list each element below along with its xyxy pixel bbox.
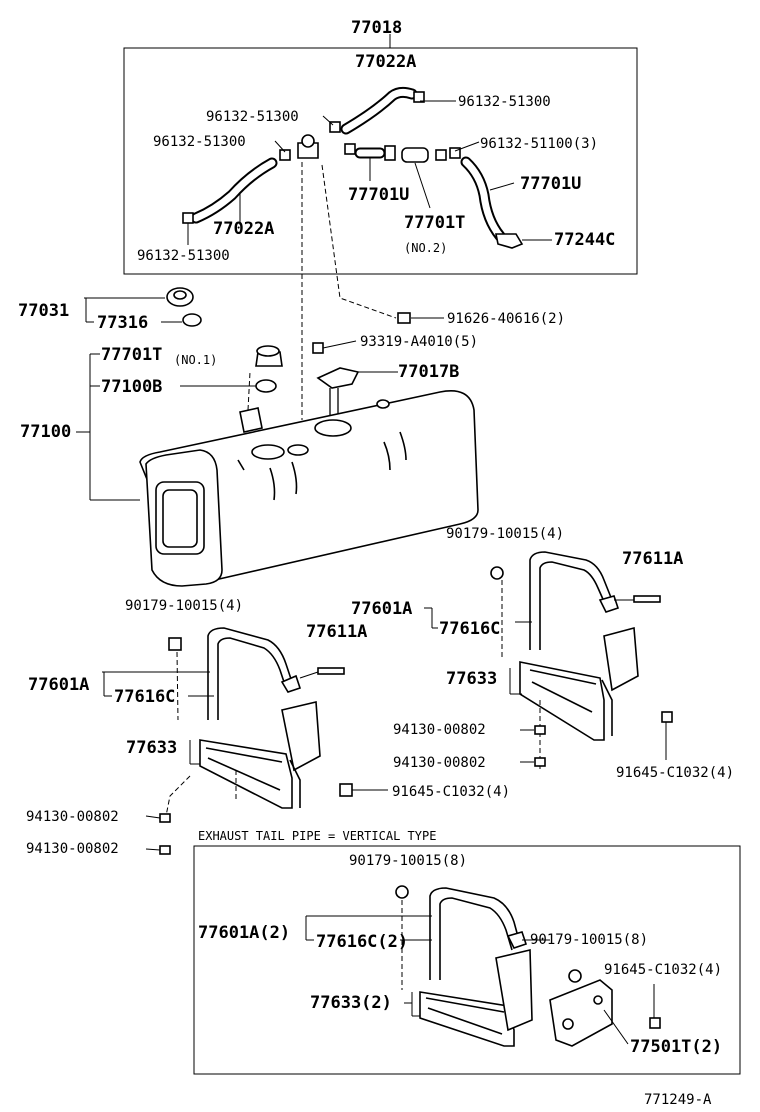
label-77701u-middle: 77701U — [348, 185, 409, 205]
vent-hose-group — [123, 34, 638, 275]
label-94130-00802-left-2: 94130-00802 — [26, 841, 119, 857]
fuel-tank-group — [76, 287, 479, 587]
label-77316: 77316 — [97, 313, 148, 333]
clip-96132-51300-left — [279, 149, 291, 161]
nut-90179-left — [168, 637, 182, 651]
strap-77601a-bottom — [429, 887, 521, 980]
gasket-77100b — [255, 379, 277, 393]
label-77501t-bottom: 77501T(2) — [630, 1037, 722, 1057]
label-figure-id: 771249-A — [644, 1092, 712, 1108]
filler-neck — [239, 407, 263, 433]
label-77611a-right: 77611A — [622, 549, 683, 569]
label-77701u-right: 77701U — [520, 174, 581, 194]
bolt-91645-left — [339, 783, 353, 797]
label-96132-51300-left: 96132-51300 — [153, 134, 246, 150]
label-90179-10015-left: 90179-10015(4) — [125, 598, 243, 614]
part-labels: 77018 77022A 96132-51300 96132-51300 961… — [18, 18, 734, 1108]
label-77601a-bottom: 77601A(2) — [198, 923, 290, 943]
bolt-77611a-right — [633, 595, 661, 603]
washer-94130-l1 — [159, 813, 171, 823]
label-77100b: 77100B — [101, 377, 162, 397]
plate-bottom — [495, 948, 533, 1032]
filler-port — [251, 444, 285, 460]
label-90179-10015-right: 90179-10015(4) — [446, 526, 564, 542]
label-96132-51100: 96132-51100(3) — [480, 136, 598, 152]
label-96132-51300-bottom: 96132-51300 — [137, 248, 230, 264]
label-77616c-left: 77616C — [114, 687, 175, 707]
label-96132-51300-upper: 96132-51300 — [206, 109, 299, 125]
screw-93319-a4010 — [312, 342, 324, 354]
label-90179-10015-b1: 90179-10015(8) — [349, 853, 467, 869]
label-90179-10015-b2: 90179-10015(8) — [530, 932, 648, 948]
strap-77601a-right — [529, 551, 613, 650]
label-77616c-right: 77616C — [439, 619, 500, 639]
label-77018: 77018 — [351, 18, 402, 38]
vertical-exhaust-group — [193, 845, 741, 1075]
label-77633-right: 77633 — [446, 669, 497, 689]
label-77633-bottom: 77633(2) — [310, 993, 392, 1013]
washer-94130-r2 — [534, 757, 546, 767]
plate-right — [603, 626, 639, 692]
bolt-91626-40616 — [397, 312, 411, 324]
bolt-91645-bottom — [649, 1017, 661, 1029]
vertical-exhaust-box — [193, 845, 741, 1075]
label-77701t-no1: 77701T — [101, 345, 162, 365]
fitting-77244c — [495, 233, 524, 249]
tank-end-face — [145, 449, 223, 587]
label-91626-40616: 91626-40616(2) — [447, 311, 565, 327]
washer-94130-l2 — [159, 845, 171, 855]
gasket-77316 — [182, 313, 202, 327]
label-no2: (NO.2) — [404, 241, 447, 255]
strap-77601a-left — [207, 627, 293, 720]
support-77633-right — [519, 661, 605, 741]
clip-96132-51300-bottom — [182, 212, 194, 224]
label-77022a-top: 77022A — [355, 52, 416, 72]
label-exhaust-caption: EXHAUST TAIL PIPE = VERTICAL TYPE — [198, 829, 436, 843]
bracket-77501t — [549, 979, 613, 1047]
label-77244c: 77244C — [554, 230, 615, 250]
washer-94130-r1 — [534, 725, 546, 735]
bolt-77611a-left — [317, 667, 345, 675]
label-77017b: 77017B — [398, 362, 459, 382]
label-91645-c1032-left: 91645-C1032(4) — [392, 784, 510, 800]
label-77100: 77100 — [20, 422, 71, 442]
plate-left — [281, 701, 321, 772]
nut-90179-b1 — [395, 885, 409, 899]
check-valve-77701t — [401, 147, 429, 163]
label-77022a-left: 77022A — [213, 219, 274, 239]
nut-90179-right — [490, 566, 504, 580]
label-94130-00802-right-1: 94130-00802 — [393, 722, 486, 738]
label-77633-left: 77633 — [126, 738, 177, 758]
label-77616c-bottom: 77616C(2) — [316, 932, 408, 952]
label-94130-00802-right-2: 94130-00802 — [393, 755, 486, 771]
support-77633-left — [199, 739, 293, 809]
label-94130-00802-left-1: 94130-00802 — [26, 809, 119, 825]
vent-hose-box — [123, 47, 638, 275]
grommet-77031 — [166, 287, 194, 307]
sender-port — [314, 419, 352, 437]
label-93319-a4010: 93319-A4010(5) — [360, 334, 478, 350]
label-77701t: 77701T — [404, 213, 465, 233]
left-bracket-set — [102, 627, 388, 855]
bolt-91645-right — [661, 711, 673, 723]
gauge-sender-77017b — [316, 367, 360, 389]
label-77601a-left: 77601A — [28, 675, 89, 695]
clip-96132-51300-upper-left — [329, 121, 341, 133]
label-77031: 77031 — [18, 301, 69, 321]
label-91645-c1032-bottom: 91645-C1032(4) — [604, 962, 722, 978]
clip-96132-51300-top — [413, 91, 425, 103]
label-no1: (NO.1) — [174, 353, 217, 367]
label-77611a-left: 77611A — [306, 622, 367, 642]
right-bracket-set — [424, 551, 673, 770]
nut-90179-b2 — [568, 969, 582, 983]
label-96132-51300-right: 96132-51300 — [458, 94, 551, 110]
label-77601a-right: 77601A — [351, 599, 412, 619]
label-91645-c1032-right: 91645-C1032(4) — [616, 765, 734, 781]
